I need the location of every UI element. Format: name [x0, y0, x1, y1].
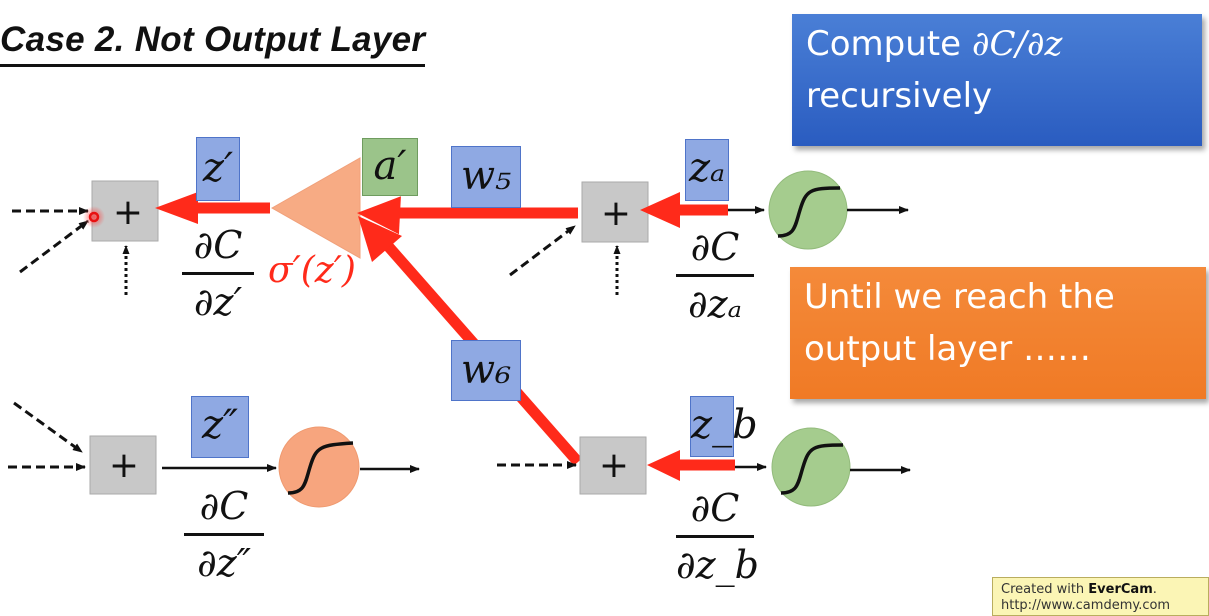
- fraction-numerator: ∂C: [193, 223, 243, 267]
- fraction-numerator: ∂C: [690, 225, 740, 269]
- fraction-bar: [182, 272, 254, 275]
- sum-node-za: [581, 181, 649, 243]
- z-double-prime-label: z″: [191, 396, 249, 458]
- fraction-denominator: ∂z_b: [676, 543, 759, 587]
- z-prime-label: z′: [196, 137, 240, 201]
- fraction-numerator: ∂C: [690, 486, 740, 530]
- zb-label: z_b: [690, 396, 758, 457]
- sigmoid-icon: [287, 441, 354, 495]
- sum-symbol: +: [109, 445, 139, 486]
- watermark-url[interactable]: http://www.camdemy.com: [1001, 598, 1171, 613]
- gradient-dz-b: ∂C ∂z_b: [676, 485, 759, 588]
- neuron-z-double-prime-sigmoid: [278, 426, 360, 508]
- input-dashed-arrows-top-left: [12, 207, 130, 295]
- backprop-arrow-w5: [357, 196, 578, 235]
- callout-compute-prefix: Compute: [806, 24, 972, 64]
- callout-until-line2: output layer ……: [804, 329, 1092, 369]
- w5-label: w₅: [451, 146, 521, 208]
- sum-symbol: +: [113, 192, 143, 233]
- sigma-prime-label: σ′(z′): [268, 250, 356, 291]
- fraction-numerator: ∂C: [199, 484, 249, 528]
- cursor-dot-icon: [88, 211, 100, 223]
- za-label: zₐ: [685, 139, 729, 201]
- backprop-arrow-zb: [647, 450, 735, 481]
- watermark-prefix: Created with: [1001, 582, 1089, 597]
- input-dashed-arrows-z-double-prime: [8, 401, 86, 471]
- backprop-arrow-to-z-prime: [155, 192, 270, 224]
- callout-compute-math: ∂C/∂z: [971, 24, 1063, 64]
- neuron-b-sigmoid: [771, 427, 851, 507]
- fraction-denominator: ∂z′: [193, 280, 243, 324]
- sigmoid-icon: [777, 186, 841, 238]
- sum-node-zb: [579, 436, 647, 495]
- slide-title: Case 2. Not Output Layer: [0, 18, 426, 67]
- sigmoid-icon: [780, 443, 844, 495]
- evercam-watermark: Created with EverCam. http://www.camdemy…: [992, 577, 1209, 616]
- callout-until-line1: Until we reach the: [804, 277, 1115, 317]
- gradient-dz-double-prime: ∂C ∂z″: [184, 483, 264, 586]
- watermark-suffix: .: [1152, 582, 1157, 597]
- fraction-denominator: ∂z″: [197, 541, 251, 585]
- until-output-layer-callout: Until we reach the output layer ……: [790, 267, 1206, 399]
- fraction-bar: [676, 535, 754, 538]
- w6-label: w₆: [451, 340, 521, 401]
- gradient-dz-prime: ∂C ∂z′: [182, 222, 254, 325]
- compute-recursively-callout: Compute ∂C/∂z recursively: [792, 14, 1202, 146]
- backprop-arrow-w6: [358, 216, 583, 466]
- callout-compute-line2: recursively: [806, 76, 993, 116]
- sum-symbol: +: [599, 445, 629, 486]
- backprop-arrow-za: [640, 192, 728, 228]
- sum-symbol: +: [601, 193, 631, 234]
- sigma-derivative-amplifier: [270, 157, 361, 259]
- a-prime-label: a′: [362, 138, 418, 196]
- watermark-brand: EverCam: [1088, 582, 1153, 597]
- cursor-indicator: [83, 206, 105, 228]
- gradient-dz-a: ∂C ∂zₐ: [676, 224, 754, 327]
- fraction-bar: [676, 274, 754, 277]
- fraction-bar: [184, 533, 264, 536]
- sum-node-z-double-prime: [89, 435, 157, 495]
- input-dashed-arrows-za: [509, 224, 621, 295]
- fraction-denominator: ∂zₐ: [688, 282, 742, 326]
